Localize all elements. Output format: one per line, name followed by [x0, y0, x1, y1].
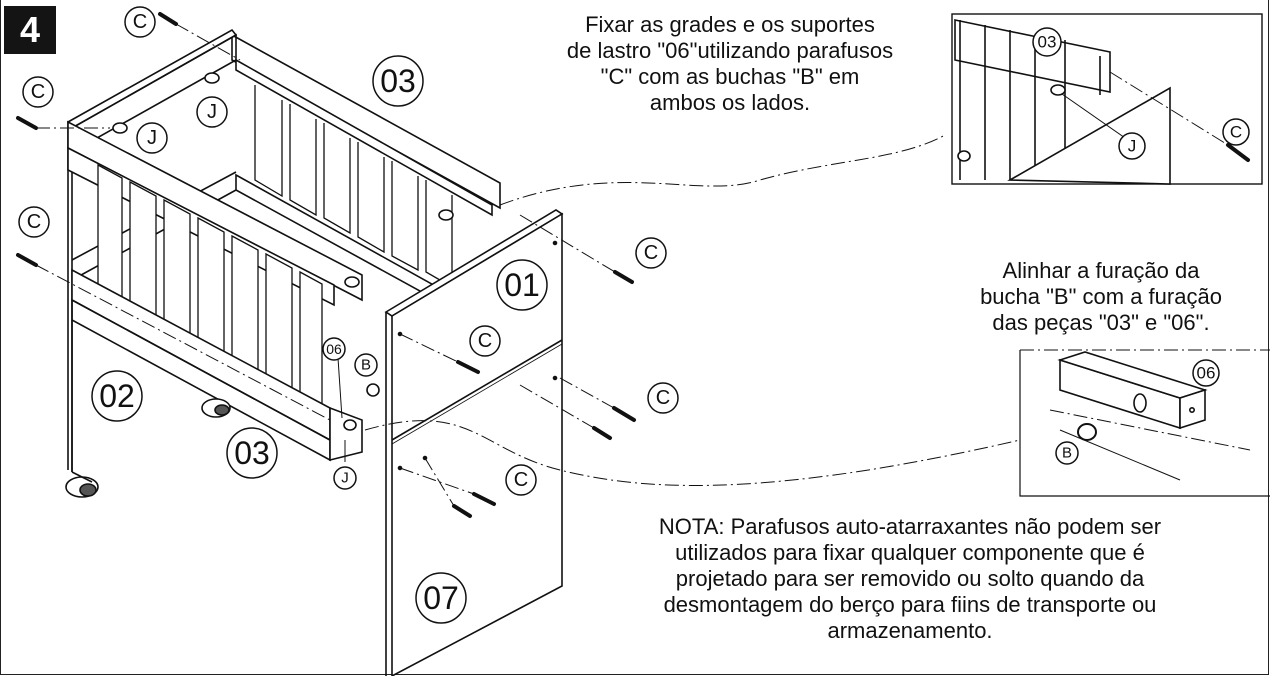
label-c: C [644, 242, 658, 264]
label-c: C [31, 81, 45, 103]
label-03: 03 [1038, 33, 1057, 52]
caster-wheels [65, 398, 231, 498]
label-c: C [27, 211, 41, 233]
screws [16, 12, 636, 518]
instruction-align-bushing: Alinhar a furação da bucha "B" com a fur… [980, 258, 1222, 335]
front-rail-assembly [67, 120, 363, 472]
label-c: C [656, 387, 670, 409]
label-07: 07 [423, 580, 459, 616]
label-02: 02 [99, 378, 135, 414]
label-03: 03 [380, 63, 416, 99]
label-j: J [207, 101, 217, 123]
note-self-tapping-screws: NOTA: Parafusos auto-atarraxantes não po… [658, 514, 1162, 643]
alignment-lines [35, 23, 1021, 507]
label-c: C [514, 469, 528, 491]
label-j: J [147, 127, 157, 149]
inset-detail-rail [951, 13, 1263, 185]
leader-lines [337, 357, 346, 462]
label-06: 06 [326, 341, 342, 357]
label-03: 03 [234, 435, 270, 471]
right-end-panel [384, 209, 564, 676]
label-j: J [1128, 137, 1137, 156]
dowels [112, 72, 454, 431]
label-c: C [478, 330, 492, 352]
label-b: B [361, 357, 371, 374]
callout-labels: C C C C C C C C J J J J B B 06 06 03 03 … [18, 6, 1250, 624]
label-b: B [1062, 445, 1072, 462]
instruction-fix-rails: Fixar as grades e os suportes de lastro … [566, 12, 894, 115]
step-number-badge: 4 [4, 6, 56, 54]
label-06: 06 [1197, 364, 1216, 383]
label-c: C [133, 11, 147, 33]
label-c: C [1230, 123, 1242, 142]
label-01: 01 [504, 267, 540, 303]
inset-detail-bushing [1019, 349, 1270, 497]
label-j: J [341, 470, 349, 487]
